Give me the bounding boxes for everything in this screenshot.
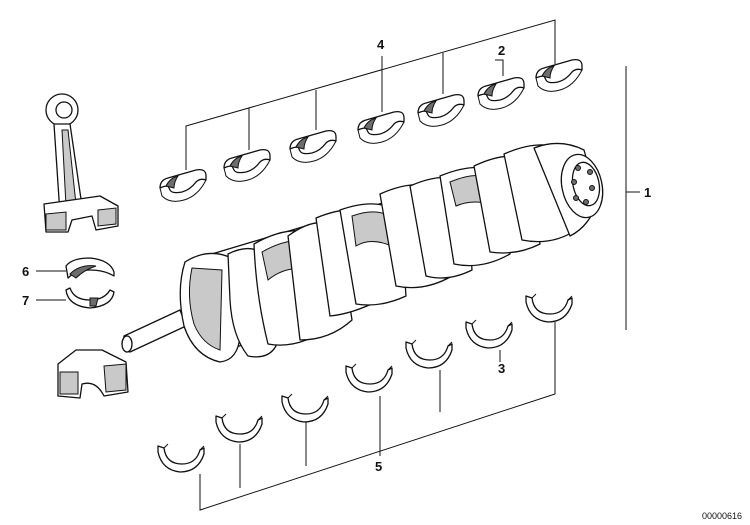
- conrod-bearing-shells: [36, 257, 115, 309]
- leader-line-1: [625, 66, 640, 330]
- callout-5: 5: [375, 459, 382, 474]
- connecting-rod: [43, 93, 119, 233]
- callout-1: 1: [644, 185, 651, 200]
- conrod-bearing-cap: [57, 349, 129, 399]
- callout-2: 2: [498, 43, 505, 58]
- callout-3: 3: [498, 361, 505, 376]
- callout-7: 7: [22, 293, 29, 308]
- leader-lines-upper: [185, 19, 556, 170]
- callout-labels: 1 2 3 4 5 6 7: [22, 37, 651, 474]
- document-id: 00000616: [702, 511, 742, 521]
- crankshaft: [121, 142, 604, 363]
- callout-6: 6: [22, 264, 29, 279]
- leader-lines-lower: [199, 322, 556, 511]
- callout-4: 4: [377, 37, 385, 52]
